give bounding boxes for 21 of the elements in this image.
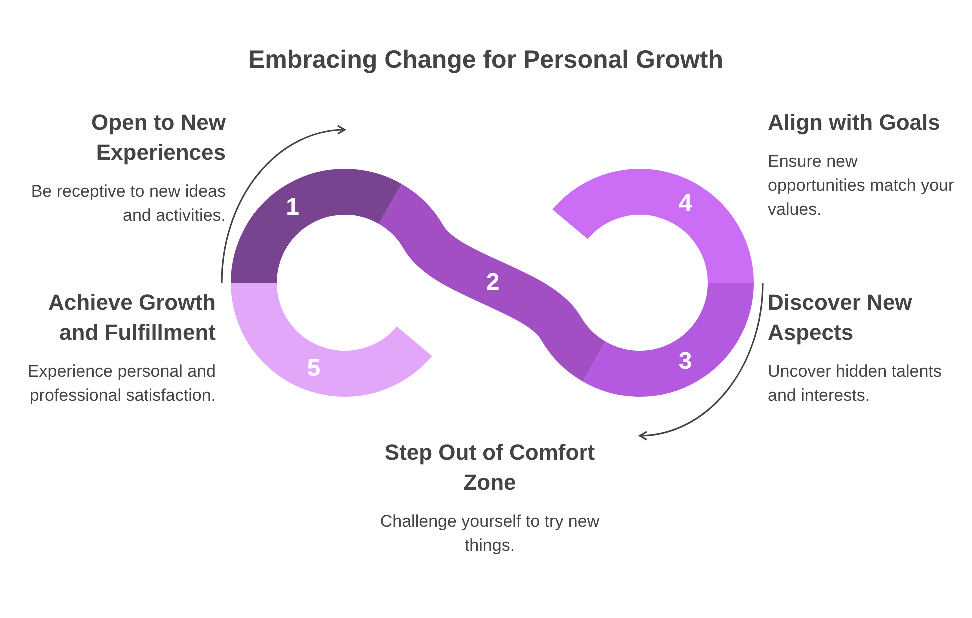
ring-segment: [231, 169, 401, 284]
step-heading: Discover New Aspects: [768, 289, 914, 347]
ring-segment: [554, 169, 754, 284]
ring-segment: [378, 184, 608, 382]
ring-segment: [584, 282, 754, 397]
step-description: Ensure new opportunities match your values.: [768, 151, 956, 221]
step-description: Challenge yourself to try new things.: [380, 511, 600, 557]
step-description: Uncover hidden talents and interests.: [768, 361, 943, 407]
step-description: Be receptive to new ideas and activities.: [30, 181, 226, 227]
step-heading: Achieve Growth and Fulfillment: [48, 289, 216, 347]
step-number: 3: [678, 348, 692, 376]
diagram-title: Embracing Change for Personal Growth: [247, 46, 725, 75]
step-heading: Open to New Experiences: [90, 109, 226, 167]
step-description: Experience personal and professional satisfaction.: [26, 361, 216, 407]
step-number: 4: [678, 190, 692, 218]
step-number: 1: [286, 194, 300, 222]
ring-segment: [231, 282, 432, 397]
step-number: 5: [307, 354, 321, 382]
step-heading: Align with Goals: [768, 109, 942, 137]
step-number: 2: [486, 269, 500, 297]
step-heading: Step Out of Comfort Zone: [384, 439, 596, 497]
